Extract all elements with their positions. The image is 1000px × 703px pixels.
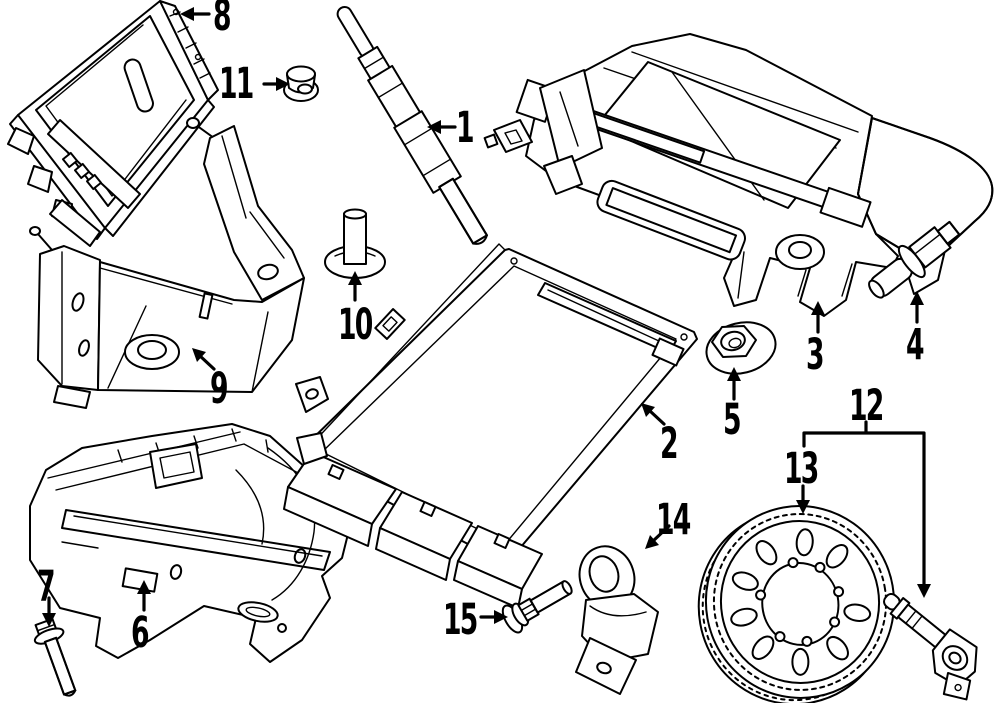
callout-6[interactable]: 6 [131, 608, 150, 658]
callout-15[interactable]: 15 [443, 595, 478, 645]
callout-1[interactable]: 1 [456, 103, 475, 153]
part-1-glow-plug-drawing [336, 6, 488, 245]
part-14-sensor-bracket-drawing [575, 545, 659, 695]
callout-2[interactable]: 2 [660, 419, 679, 469]
callout-3[interactable]: 3 [806, 330, 825, 380]
callout-4[interactable]: 4 [906, 320, 925, 370]
callout-12[interactable]: 12 [849, 381, 884, 431]
callout-7[interactable]: 7 [37, 562, 56, 612]
part-5-nut-drawing [705, 321, 777, 375]
callout-10[interactable]: 10 [338, 300, 373, 350]
part-3-bracket-assembly-drawing [483, 33, 994, 317]
callout-13[interactable]: 13 [784, 444, 819, 494]
part-10-stud-drawing [324, 208, 386, 279]
callout-9[interactable]: 9 [210, 364, 229, 414]
part-13-flexplate-ring-gear-drawing [697, 505, 896, 703]
callout-11[interactable]: 11 [219, 59, 254, 109]
callout-5[interactable]: 5 [723, 395, 742, 445]
callout-8[interactable]: 8 [213, 0, 232, 41]
part-12-crankshaft-sensor-drawing [883, 592, 978, 701]
part-11-grommet-drawing [283, 65, 319, 102]
part-7-bolt-drawing [33, 617, 77, 697]
part-9-module-bracket-drawing [29, 117, 305, 409]
part-2-engine-control-module-drawing [283, 243, 698, 609]
part-15-bolt-drawing [501, 580, 573, 634]
part-6-lower-bracket-drawing [29, 423, 353, 663]
callout-leader-lines [42, 7, 931, 627]
callout-14[interactable]: 14 [656, 495, 691, 545]
part-4-sensor-drawing [868, 220, 961, 299]
part-8-engine-control-module-drawing [7, 0, 219, 247]
